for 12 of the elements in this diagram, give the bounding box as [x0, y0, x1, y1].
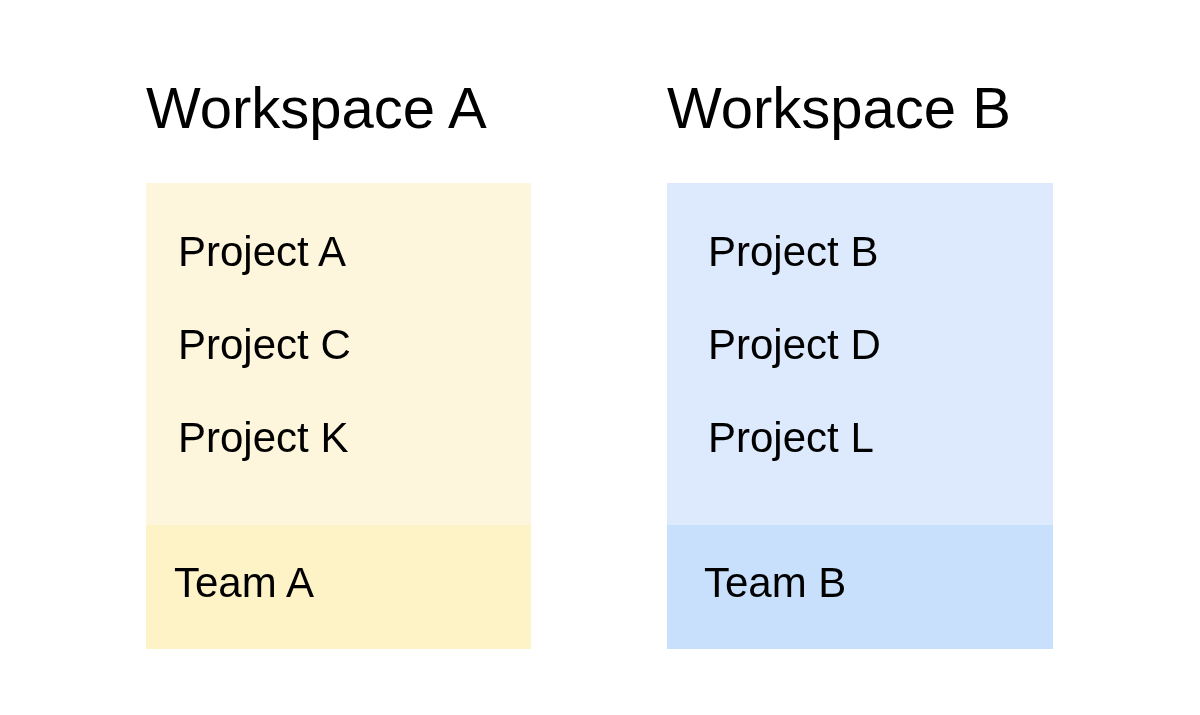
project-name: Project B [708, 227, 879, 277]
team-band [146, 525, 531, 649]
team-name: Team A [174, 558, 315, 608]
project-name: Project K [178, 413, 349, 463]
project-name: Project D [708, 320, 881, 370]
project-name: Project C [178, 320, 351, 370]
team-name: Team B [704, 558, 847, 608]
team-band [667, 525, 1053, 649]
project-name: Project L [708, 413, 874, 463]
workspace-heading: Workspace B [667, 74, 1011, 142]
project-name: Project A [178, 227, 347, 277]
workspace-heading: Workspace A [146, 74, 487, 142]
